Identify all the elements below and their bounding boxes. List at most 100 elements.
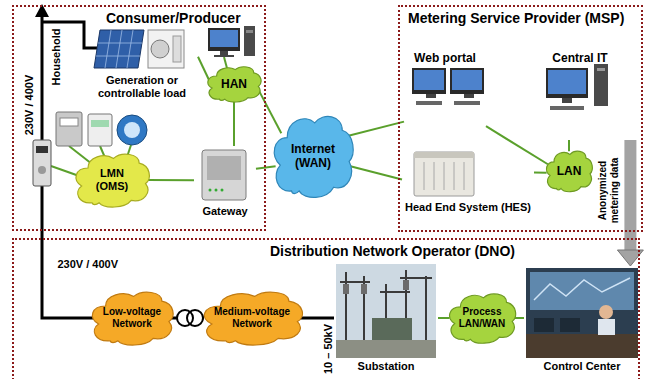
network-cloud: LAN [544,148,594,194]
power-wire [41,15,44,140]
household-meter [33,140,51,186]
grid-display [534,278,630,300]
grid-line [116,30,122,68]
gateway-panel [207,156,241,180]
insulator [361,284,367,294]
meter-display [60,118,78,126]
solar-panel-body [94,30,144,68]
region-title: Metering Service Provider (MSP) [408,10,624,27]
monitor [208,28,240,51]
edge-label-box: Anonymized metering data [597,152,622,228]
cloud-label: LAN [557,164,582,178]
led [209,189,212,192]
cloud-outline [547,151,593,191]
caption-box: Web portal [404,48,486,66]
meter-body [88,114,112,146]
cloud-label: HAN [221,77,247,91]
region-title-box: Metering Service Provider (MSP) [408,9,624,27]
rack-slots [424,162,464,190]
heat-pump-body [148,30,184,68]
beam [400,277,432,279]
device-group: Head End System (HES) [402,148,534,218]
meter-display [91,120,109,127]
cloud-text-area: LAN [544,148,594,194]
caption-box: Head End System (HES) [402,197,534,215]
meter-body [33,140,51,186]
web-portal-computers [412,68,484,105]
slot [454,162,455,190]
desk-monitor [534,318,554,332]
pc [208,26,255,57]
beam [340,281,370,283]
cloud-outline [92,292,173,345]
led [221,189,224,192]
monitor [450,68,484,94]
annotation-box: 230V / 400V [19,75,37,136]
operator-body [598,319,615,335]
connector [350,166,402,179]
meter-dial [124,122,140,138]
connector [438,317,450,319]
gas-meter [56,112,82,146]
rack-top [414,152,474,158]
screen [548,70,586,94]
desk [526,334,638,358]
cloud-text-area: HAN [205,64,263,104]
head-end-system [414,152,474,196]
cloud-text-area: Process LAN/WAN [446,290,518,346]
caption-box: Substation [334,356,438,374]
central-it-computer [546,64,608,110]
connector [233,101,235,146]
caption-box: Central IT [520,48,640,66]
transformer-symbol [177,308,203,328]
network-cloud: Low-voltage Network [88,288,176,348]
heat-pump [148,30,184,68]
connector [347,122,404,137]
connector [300,317,334,320]
region-title: Consumer/Producer [106,10,241,27]
gateway-body [202,150,246,200]
caption-box: Control Center [524,356,640,374]
monitor [412,68,446,94]
connector [198,57,209,80]
meter-display [36,146,48,153]
screen [452,70,482,90]
operator-head [599,305,613,319]
network-cloud: Process LAN/WAN [446,290,518,346]
stand [562,98,572,103]
cloud-text-area: Internet (WAN) [270,110,356,202]
drive [246,30,253,33]
keyboard [550,106,584,110]
slot [424,162,425,190]
device-caption: Head End System (HES) [405,201,531,214]
cloud-label: LMN (OMS) [88,167,136,193]
stand [464,94,474,98]
cloud-text-area: LMN (OMS) [72,150,152,210]
ground [336,340,436,358]
cloud-text-area: Medium-voltage Network [199,288,306,348]
meter-dial [38,166,46,174]
device-caption: Web portal [414,51,476,65]
cloud-outline [76,154,149,207]
device-caption: Control Center [544,360,621,373]
keyboard [416,101,442,105]
stand-base [214,55,234,57]
annotation-box: 10 – 50kV [318,324,336,374]
device-group: Gateway [194,146,256,222]
cloud-text-area: Low-voltage Network [88,288,176,348]
meter-body [56,112,82,146]
slot [434,162,435,190]
substation-photo [336,264,436,358]
power-transformer [372,318,412,340]
caption-box: Generation or controllable load [86,74,198,101]
region-title-box: Consumer/Producer [106,9,241,27]
annotation-label: 230V / 400V [58,258,119,271]
led [215,189,218,192]
sky [336,264,436,358]
solar-panel [94,30,144,68]
network-cloud: Medium-voltage Network [199,288,306,348]
tower [594,64,608,106]
connector [486,126,548,164]
water-meter [117,115,147,145]
slot [464,162,465,190]
